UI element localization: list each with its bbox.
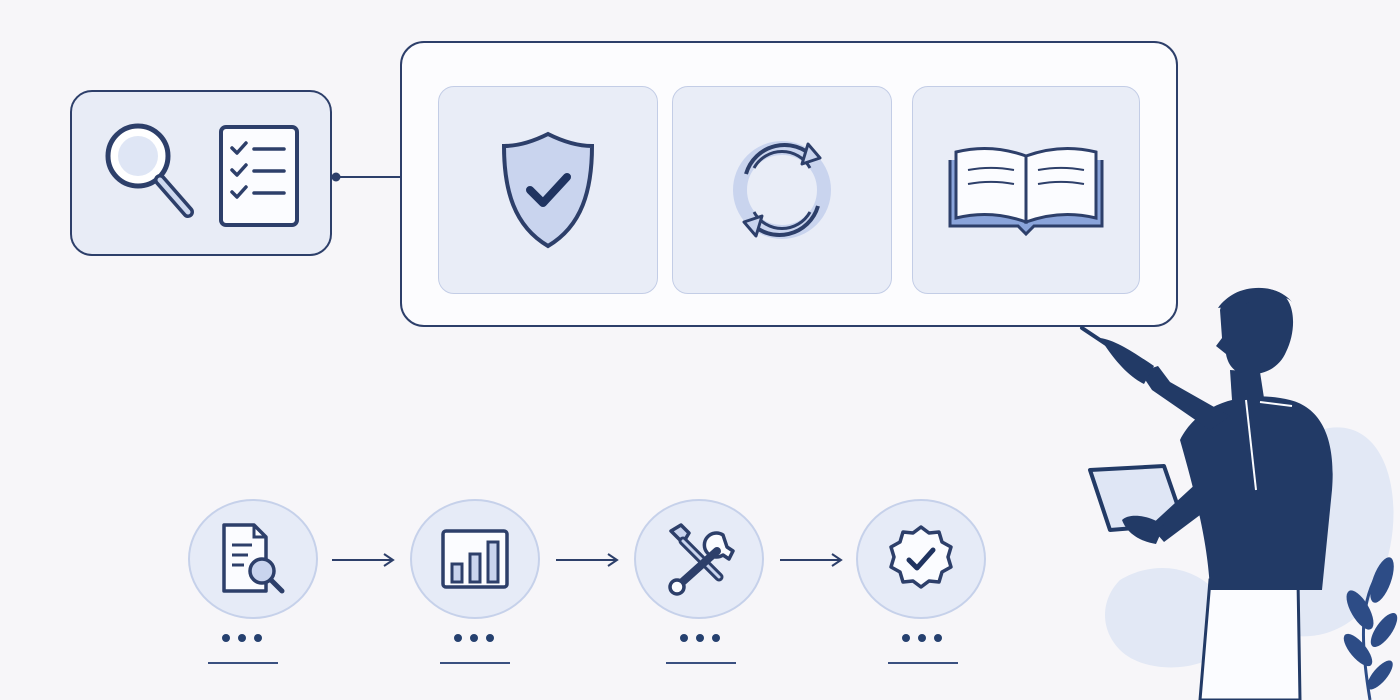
checklist-icon	[219, 125, 299, 227]
step-caption	[440, 634, 510, 664]
tile-sync	[672, 86, 892, 294]
step-caption	[208, 634, 278, 664]
ellipsis-dots	[902, 634, 958, 642]
presenter-with-tablet-icon	[1080, 287, 1398, 700]
tools-icon	[668, 523, 735, 596]
step-implementation	[634, 499, 764, 619]
tile-knowledge	[912, 86, 1140, 294]
step-analysis	[410, 499, 540, 619]
arrow-right-icon	[780, 553, 843, 567]
shield-check-icon	[501, 131, 595, 249]
connector-line	[331, 172, 402, 182]
ellipsis-dots	[222, 634, 278, 642]
step-caption	[888, 634, 958, 664]
caption-underline	[208, 662, 278, 664]
tile-security	[438, 86, 658, 294]
step-verification	[856, 499, 986, 619]
step-document-review	[188, 499, 318, 619]
caption-underline	[888, 662, 958, 664]
document-search-icon	[222, 523, 285, 594]
ellipsis-dots	[680, 634, 736, 642]
arrow-right-icon	[556, 553, 619, 567]
caption-underline	[440, 662, 510, 664]
ellipsis-dots	[454, 634, 510, 642]
source-card	[70, 90, 332, 256]
caption-underline	[666, 662, 736, 664]
verified-badge-icon	[889, 525, 953, 589]
step-caption	[666, 634, 736, 664]
magnifier-icon	[105, 123, 194, 218]
arrow-right-icon	[332, 553, 395, 567]
refresh-cycle-icon	[733, 141, 831, 239]
open-book-icon	[948, 147, 1104, 237]
bar-chart-icon	[441, 529, 509, 589]
